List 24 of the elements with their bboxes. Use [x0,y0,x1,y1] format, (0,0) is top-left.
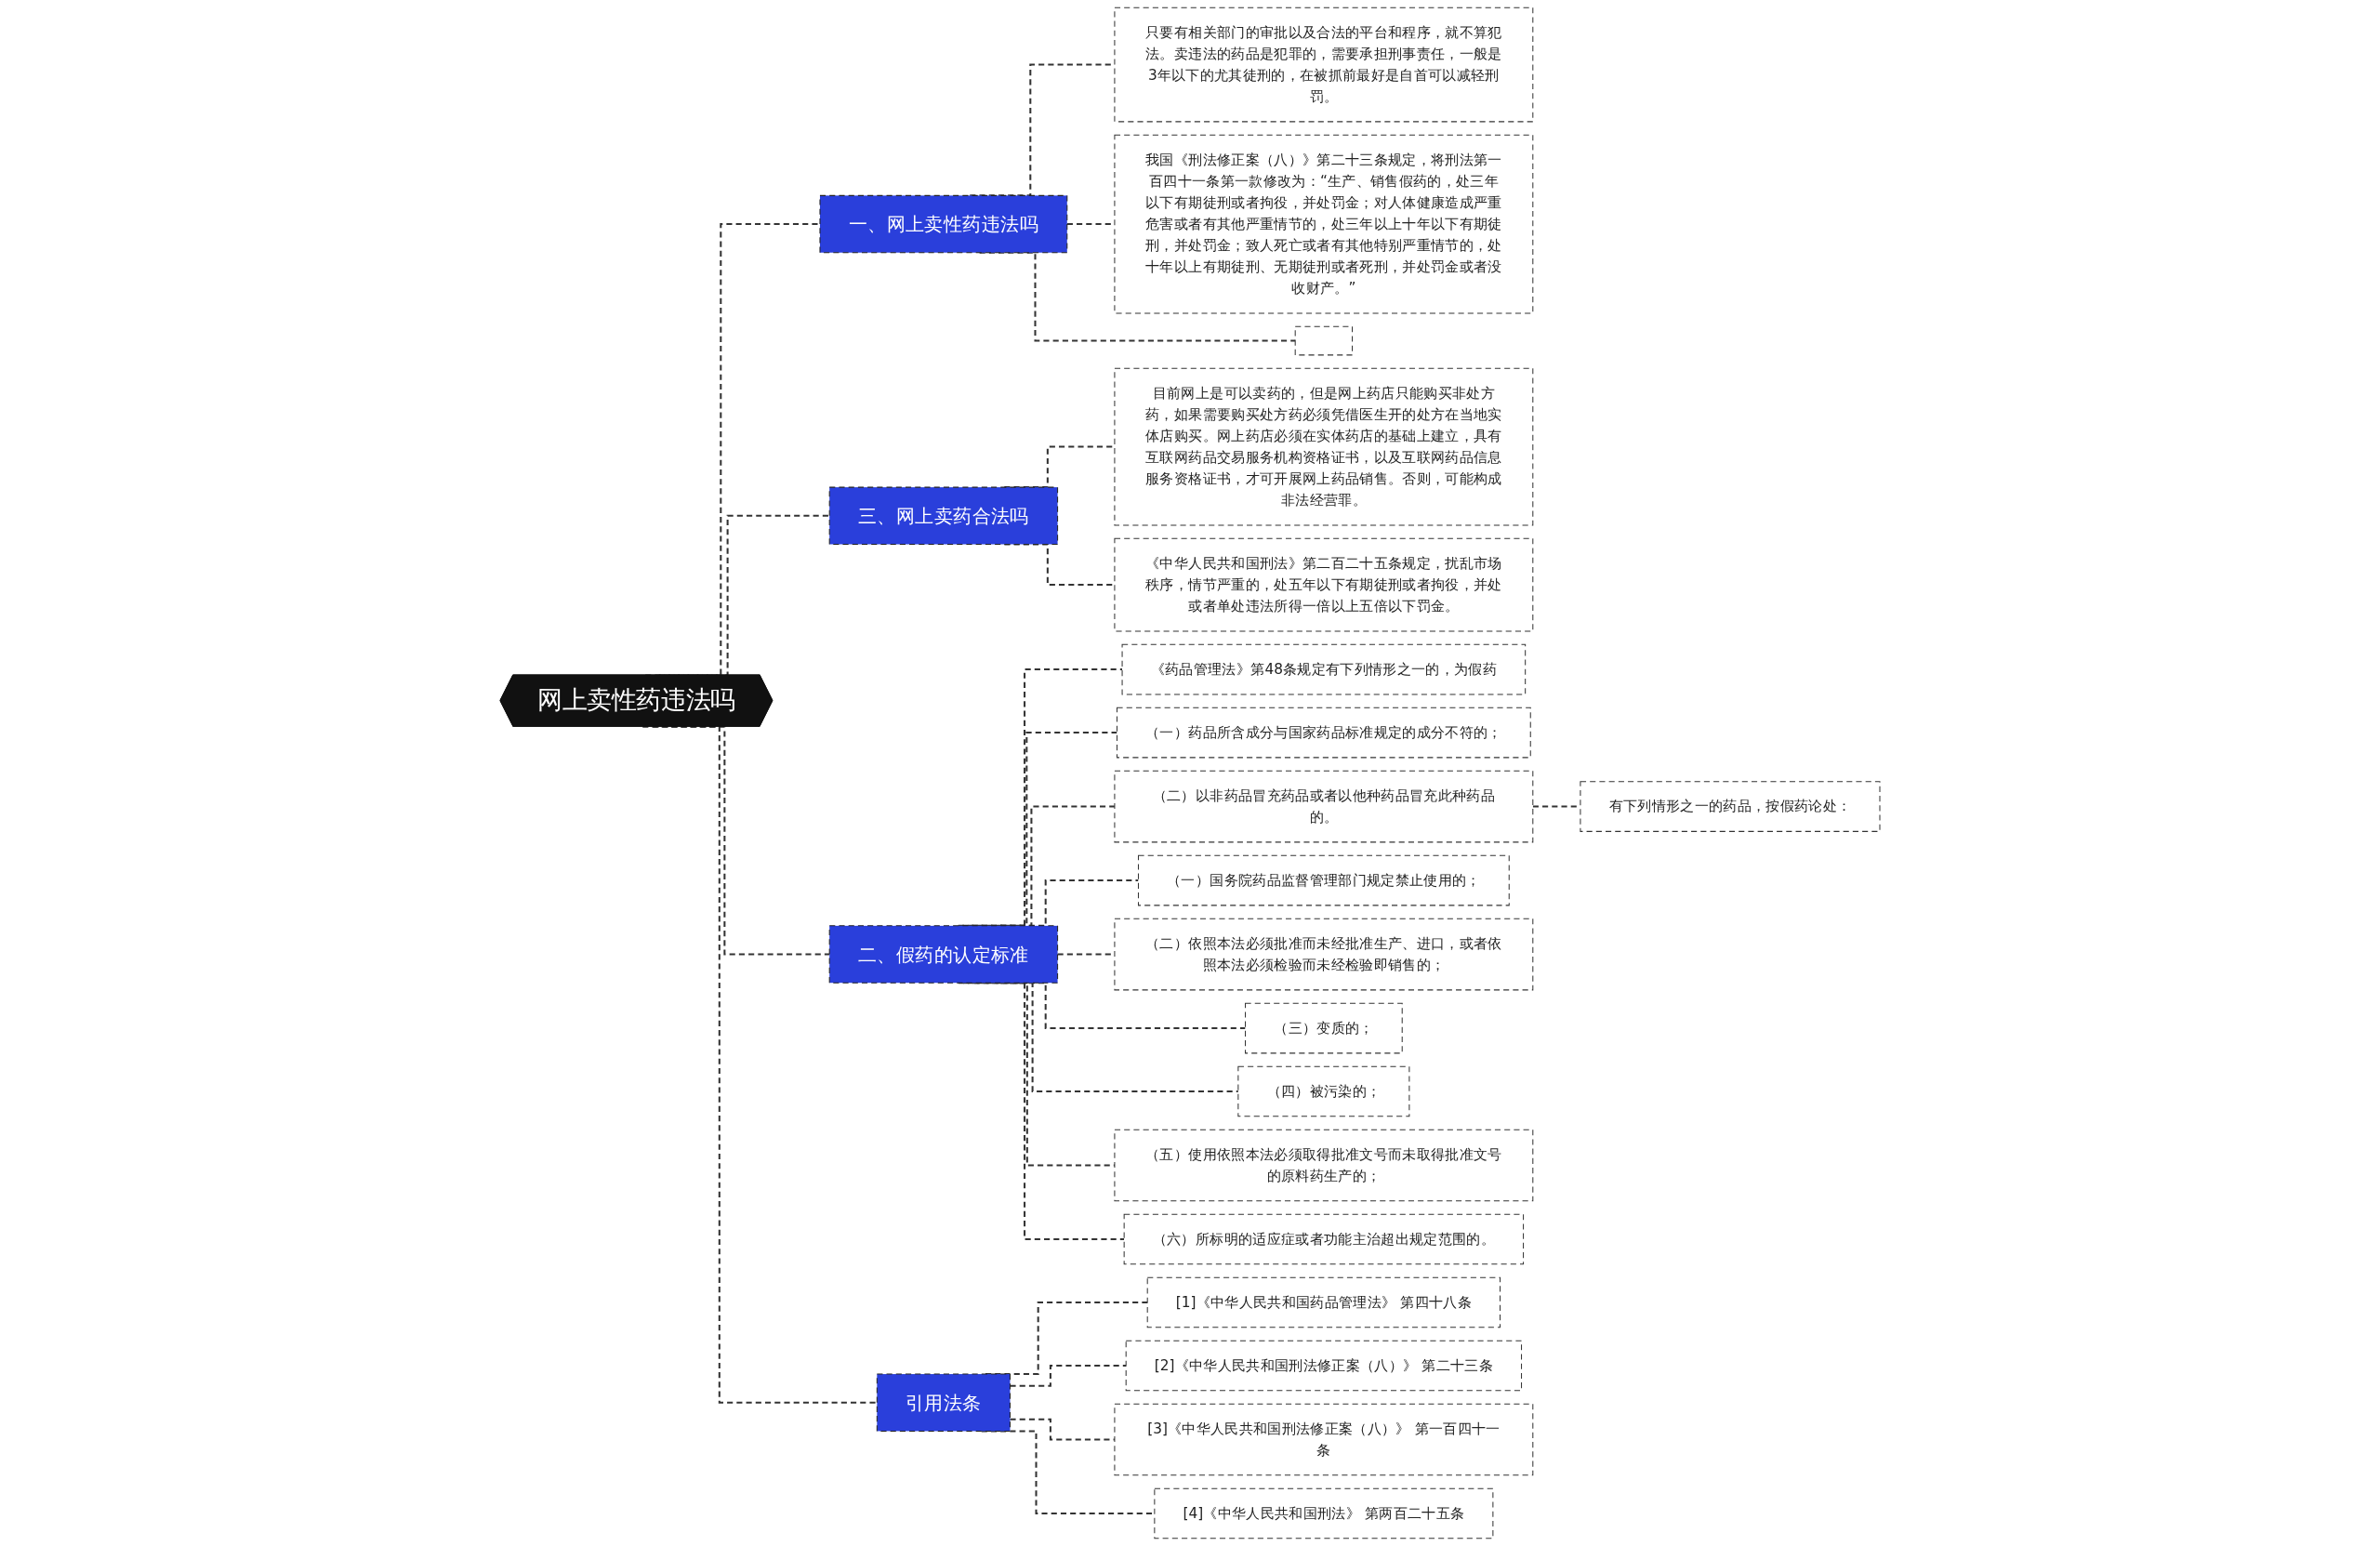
node-box: [3]《中华人民共和国刑法修正案（八）》 第一百四十一条 [1114,1403,1534,1476]
node-box: 只要有相关部门的审批以及合法的平台和程序，就不算犯法。卖违法的药品是犯罪的，需要承担刑事责任，一般是3年以下的尤其徒刑的，在被抓前最好是自首可以减轻刑罚。 [1114,7,1534,123]
node-box [1294,325,1354,356]
connector [1010,1364,1127,1387]
node-box: （一）国务院药品监督管理部门规定禁止使用的； [1138,854,1510,906]
node-box: 三、网上卖药合法吗 [828,486,1059,545]
node-box: 有下列情形之一的药品，按假药论处： [1580,781,1881,832]
node-box: [4]《中华人民共和国刑法》 第两百二十五条 [1154,1487,1494,1539]
node-box: （二）依照本法必须批准而未经批准生产、进口，或者依照本法必须检验而未经检验即销售的； [1114,918,1534,991]
node-box: [1]《中华人民共和国药品管理法》 第四十八条 [1146,1276,1501,1328]
node-box: 二、假药的认定标准 [828,925,1059,984]
node-box: （五）使用依照本法必须取得批准文号而未取得批准文号的原料药生产的； [1114,1129,1534,1202]
node-box: 《中华人民共和国刑法》第二百二十五条规定，扰乱市场秩序，情节严重的，处五年以下有期徒刑或者拘役，并处或者单处违法所得一倍以上五倍以下罚金。 [1114,537,1534,632]
node-box: 目前网上是可以卖药的，但是网上药店只能购买非处方药，如果需要购买处方药必须凭借医生开的处方在当地实体店购买。网上药店必须在实体药店的基础上建立，具有互联网药品交易服务机构资格证书，以及互联网药品信息服务资格证书，才可开展网上药品销售。否则，可能构成非法经营罪。 [1114,367,1534,526]
node-box: （二）以非药品冒充药品或者以他种药品冒充此种药品的。 [1114,770,1534,843]
node-box: （三）变质的； [1245,1002,1403,1054]
node-box: 《药品管理法》第48条规定有下列情形之一的，为假药 [1121,643,1527,695]
node-box: （六）所标明的适应症或者功能主治超出规定范围的。 [1123,1213,1525,1265]
node-box: 一、网上卖性药违法吗 [819,194,1068,254]
node-box: （四）被污染的； [1237,1065,1410,1117]
node-box: （一）药品所含成分与国家药品标准规定的成分不符的； [1117,707,1531,759]
node-box: 引用法条 [876,1373,1011,1432]
node-box: [2]《中华人民共和国刑法修正案（八）》 第二十三条 [1125,1340,1523,1392]
node-box: 我国《刑法修正案（八）》第二十三条规定，将刑法第一百四十一条第一款修改为：“生产、销售假药的，处三年以下有期徒刑或者拘役，并处罚金；对人体健康造成严重危害或者有其他严重情节的，处三年以上十年以下有期徒刑，并处罚金；致人死亡或者有其他特别严重情节的，处十年以上有期徒刑、无期徒刑或者死刑，并处罚金或者没收财产。” [1114,134,1534,314]
